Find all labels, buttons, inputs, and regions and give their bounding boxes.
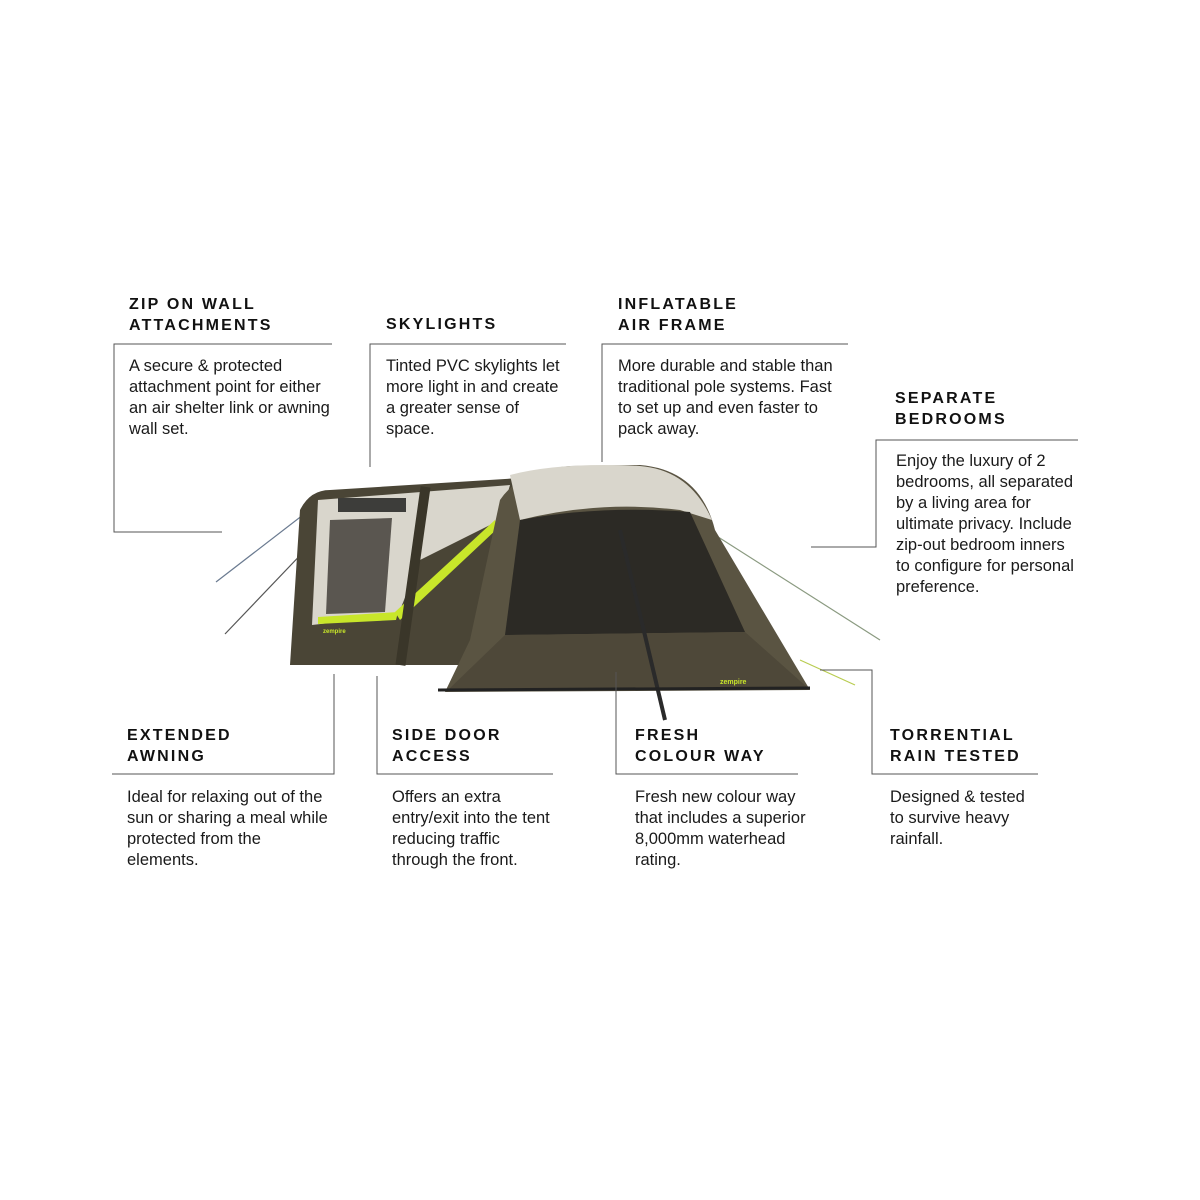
svg-text:zempire: zempire <box>720 679 747 686</box>
feature-title-colour-way: FRESH COLOUR WAY <box>635 727 766 765</box>
feature-text-air-frame: More durable and stable than traditional… <box>618 357 833 438</box>
feature-title-rain-tested: TORRENTIAL RAIN TESTED <box>890 727 1021 765</box>
feature-title-skylights: SKYLIGHTS <box>386 316 498 333</box>
feature-title-side-door: SIDE DOOR ACCESS <box>392 727 502 765</box>
feature-title-bedrooms: SEPARATE BEDROOMS <box>895 390 1007 428</box>
feature-text-bedrooms: Enjoy the luxury of 2 bedrooms, all sepa… <box>896 452 1074 596</box>
feature-title-awning: EXTENDED AWNING <box>127 727 232 765</box>
feature-text-zip-on-wall: A secure & protected attachment point fo… <box>129 357 330 438</box>
feature-title-zip-on-wall: ZIP ON WALL ATTACHMENTS <box>129 296 273 334</box>
feature-text-side-door: Offers an extra entry/exit into the tent… <box>392 788 550 869</box>
svg-text:zempire: zempire <box>323 629 346 635</box>
feature-text-colour-way: Fresh new colour way that includes a sup… <box>635 788 806 869</box>
feature-text-awning: Ideal for relaxing out of the sun or sha… <box>127 788 328 869</box>
feature-text-skylights: Tinted PVC skylights let more light in a… <box>386 357 560 438</box>
feature-text-rain-tested: Designed & tested to survive heavy rainf… <box>890 788 1025 848</box>
feature-title-air-frame: INFLATABLE AIR FRAME <box>618 296 739 334</box>
